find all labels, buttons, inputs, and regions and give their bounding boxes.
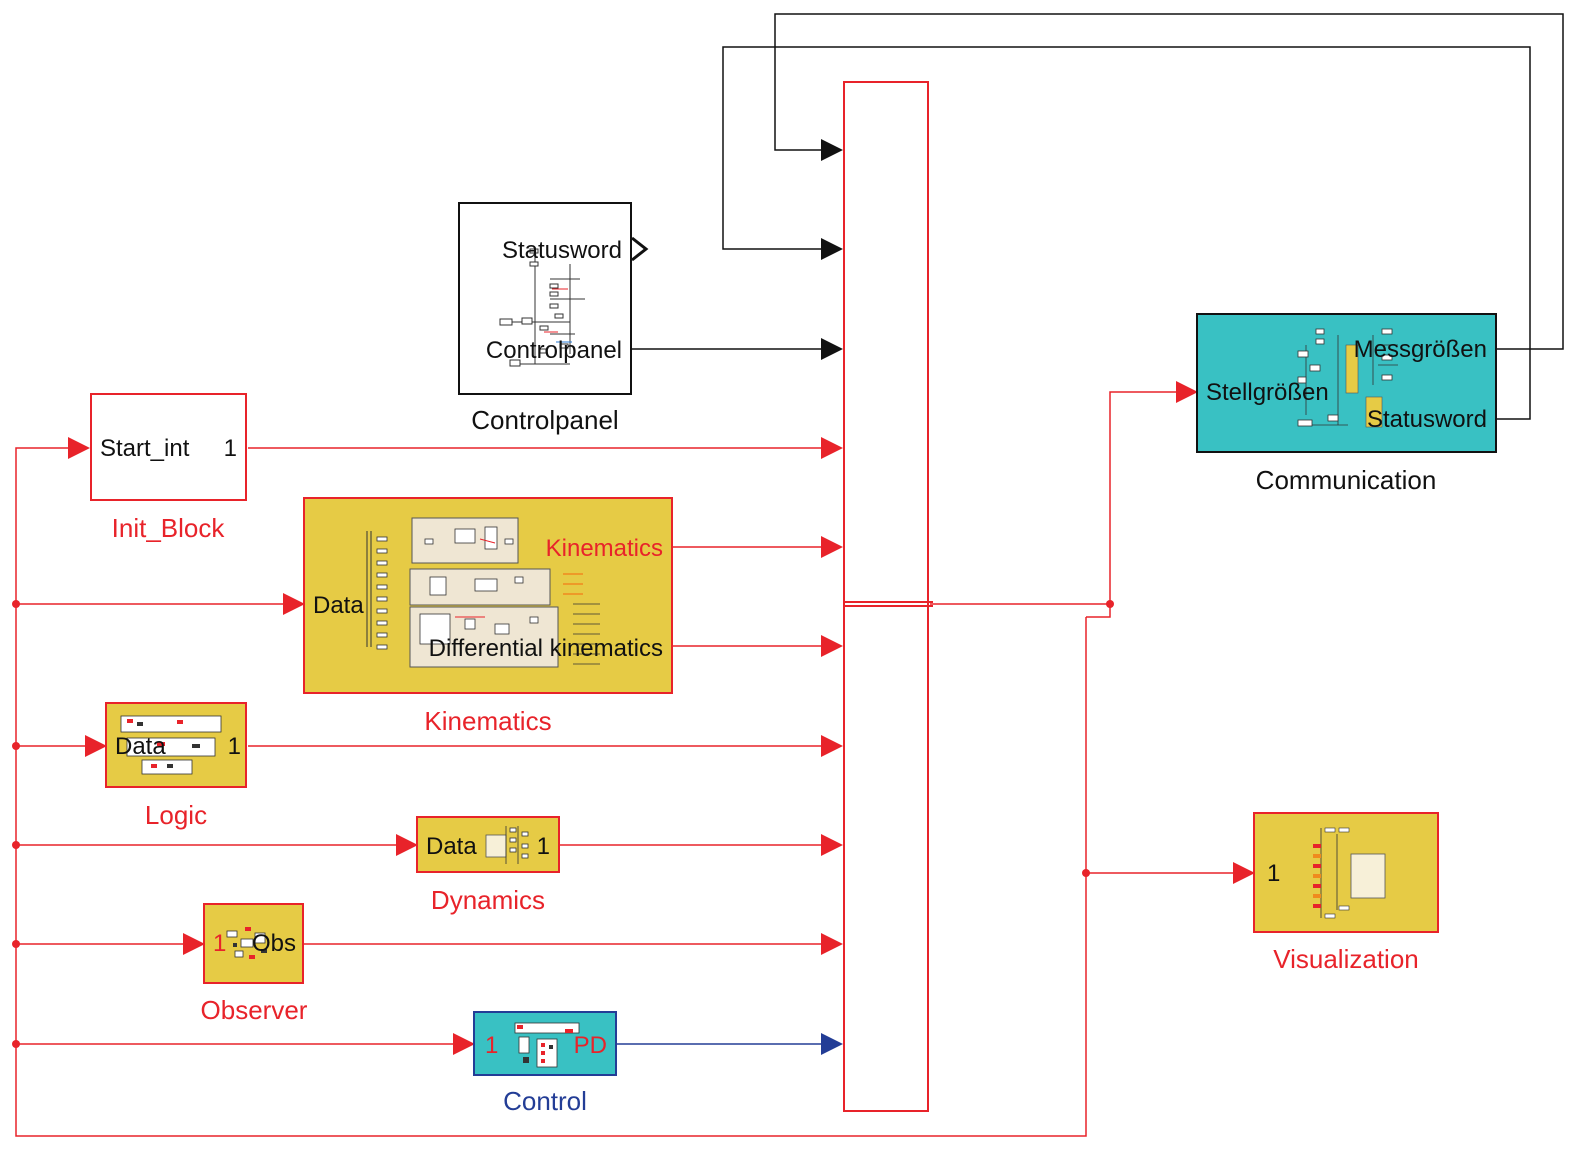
visualization-block[interactable]: 1: [1253, 812, 1439, 933]
port-label-observer-in: 1: [213, 930, 227, 957]
communication-block[interactable]: Messgrößen Stellgrößen Statusword: [1196, 313, 1497, 453]
arrow-comm-in: [1176, 381, 1198, 403]
block-label-visualization: Visualization: [1273, 944, 1419, 974]
controlpanel-block[interactable]: Statusword Controlpanel: [458, 202, 632, 395]
port-label-logic-out: 1: [227, 733, 241, 760]
arrow-dyn-in: [396, 834, 418, 856]
dynamics-subsystem-preview-icon: [485, 826, 529, 864]
port-label-kinematics-out: Kinematics: [545, 535, 663, 562]
port-label-communication-statusword: Statusword: [1366, 406, 1487, 433]
block-label-control: Control: [503, 1086, 587, 1116]
arrow-mux-in-9: [821, 933, 843, 955]
port-label-visualization-in: 1: [1267, 860, 1281, 887]
block-label-controlpanel: Controlpanel: [471, 405, 619, 435]
dynamics-block[interactable]: Data 1: [416, 816, 560, 873]
red-signal-lines: [15, 391, 1235, 1137]
block-label-init-block: Init_Block: [111, 513, 225, 543]
wire-to-communication: [1109, 391, 1178, 604]
init-block[interactable]: Start_int 1: [90, 393, 247, 501]
observer-block[interactable]: 1 Obs: [203, 903, 304, 984]
arrow-mux-in-3: [821, 338, 843, 360]
arrow-kin-in: [283, 593, 305, 615]
visualization-subsystem-preview-icon: [1313, 827, 1386, 919]
port-label-stellgroessen: Stellgrößen: [1206, 379, 1329, 406]
communication-subsystem-preview-icon: [1297, 328, 1398, 428]
port-label-logic-data: Data: [115, 733, 166, 760]
port-label-messgroessen: Messgrößen: [1353, 336, 1487, 363]
port-label-differential-kinematics: Differential kinematics: [428, 635, 663, 662]
arrow-obs-in: [183, 933, 205, 955]
port-label-statusword: Statusword: [501, 237, 622, 264]
port-label-init-out: 1: [223, 435, 237, 462]
branch-points: [12, 600, 1114, 1048]
mux-bus-block[interactable]: [843, 81, 929, 1112]
block-label-communication: Communication: [1255, 465, 1437, 495]
kinematics-subsystem-preview-icon: [366, 517, 600, 668]
observer-subsystem-preview-icon: [226, 927, 267, 959]
port-label-dynamics-out: 1: [536, 833, 550, 860]
port-label-kinematics-data: Data: [313, 592, 364, 619]
arrow-mux-in-10: [821, 1033, 843, 1055]
wire-bus-down: [1086, 604, 1111, 618]
wire-feedback-loop: [15, 447, 1087, 1137]
arrow-init-in: [68, 437, 90, 459]
block-label-dynamics: Dynamics: [430, 885, 546, 915]
mux-output-port: [843, 601, 933, 607]
port-label-controlpanel: Controlpanel: [485, 337, 622, 364]
wire-messgroessen-feedback: [774, 13, 1564, 350]
port-label-observer-obs: Obs: [251, 930, 296, 957]
arrow-control-in: [453, 1033, 475, 1055]
controlpanel-output-port-icon: [631, 236, 649, 262]
arrow-vis-in: [1233, 862, 1255, 884]
black-signal-lines: [632, 13, 1564, 420]
logic-subsystem-preview-icon: [120, 715, 222, 775]
port-label-start-int: Start_int: [100, 435, 190, 462]
kinematics-block[interactable]: Data Kinematics Differential kinematics: [303, 497, 673, 694]
logic-block[interactable]: Data 1: [105, 702, 247, 788]
red-arrowheads: [68, 381, 1255, 1055]
control-block[interactable]: 1 PD: [473, 1011, 617, 1076]
control-subsystem-preview-icon: [514, 1022, 580, 1068]
block-label-logic: Logic: [144, 800, 208, 830]
block-label-kinematics: Kinematics: [424, 706, 552, 736]
wire-statusword-feedback: [722, 46, 1531, 420]
port-label-dynamics-data: Data: [426, 833, 477, 860]
arrow-mux-in-6: [821, 635, 843, 657]
arrow-mux-in-4: [821, 437, 843, 459]
arrow-logic-in: [85, 735, 107, 757]
block-label-observer: Observer: [200, 995, 308, 1025]
black-arrowheads: [631, 139, 843, 360]
arrow-mux-in-2: [821, 238, 843, 260]
arrow-mux-in-5: [821, 536, 843, 558]
arrow-mux-in-7: [821, 735, 843, 757]
port-label-control-pd: PD: [573, 1032, 607, 1059]
arrow-mux-in-1: [821, 139, 843, 161]
arrow-mux-in-8: [821, 834, 843, 856]
controlpanel-subsystem-preview-icon: [499, 248, 585, 367]
port-label-control-in: 1: [485, 1032, 499, 1059]
